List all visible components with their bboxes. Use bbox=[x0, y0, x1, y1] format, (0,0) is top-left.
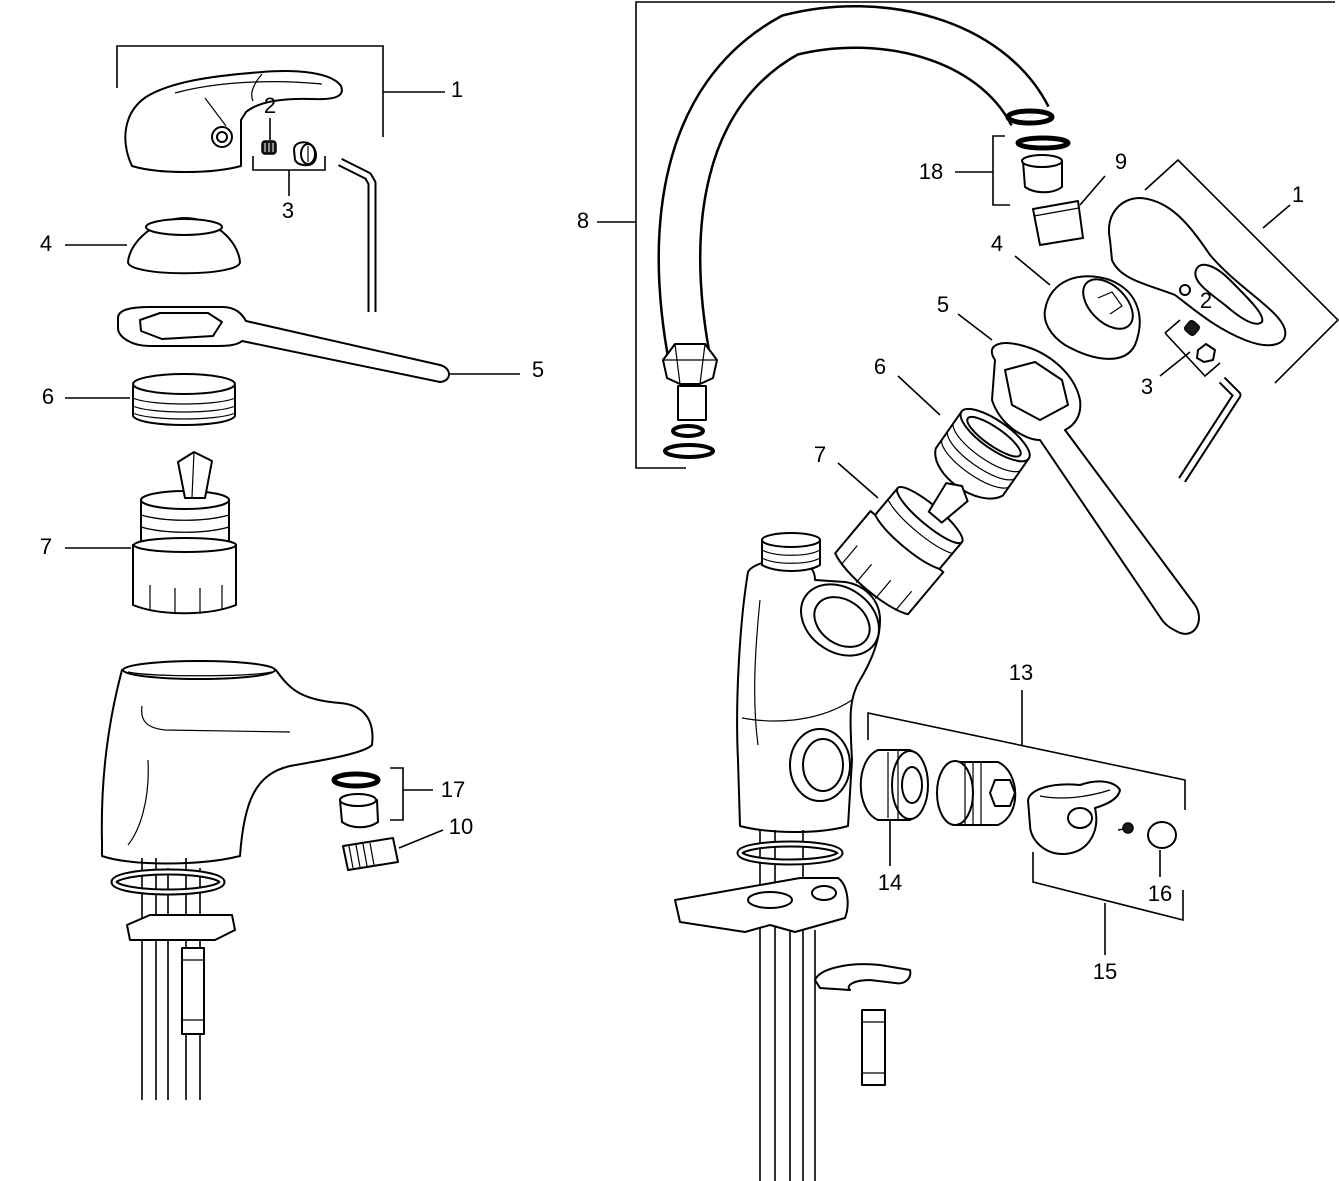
right-hex-key bbox=[1178, 376, 1242, 483]
left-lever-handle bbox=[124, 70, 343, 173]
right-grub-screw bbox=[1184, 320, 1200, 336]
right-aerator-insert bbox=[955, 135, 1071, 206]
right-diverter-cartridge bbox=[859, 749, 929, 866]
right-callout-2: 2 bbox=[1200, 288, 1212, 313]
right-mounting-set bbox=[674, 830, 912, 1181]
right-callout-9: 9 bbox=[1115, 149, 1127, 174]
left-assembly: 1 2 3 4 5 6 7 17 10 bbox=[40, 45, 544, 1100]
right-callout-8: 8 bbox=[577, 208, 589, 233]
left-callout-7: 7 bbox=[40, 534, 52, 559]
left-callout-5: 5 bbox=[532, 357, 544, 382]
right-callout-15: 15 bbox=[1093, 959, 1117, 984]
left-aerator-insert bbox=[331, 767, 433, 829]
right-part-13-bracket bbox=[867, 690, 1186, 810]
right-assembly: 8 18 9 1 4 5 2 3 6 7 13 14 16 15 bbox=[577, 1, 1339, 1181]
right-callout-3: 3 bbox=[1141, 374, 1153, 399]
left-mixer-body bbox=[100, 660, 374, 865]
left-callout-3: 3 bbox=[282, 198, 294, 223]
right-callout-1: 1 bbox=[1292, 182, 1304, 207]
left-callout-6: 6 bbox=[42, 384, 54, 409]
right-spanner bbox=[957, 313, 1200, 635]
left-aerator-housing bbox=[342, 829, 444, 871]
left-callout-2: 2 bbox=[264, 93, 276, 118]
right-threaded-ring bbox=[934, 407, 1031, 500]
right-callout-7: 7 bbox=[814, 442, 826, 467]
right-diverter-knob bbox=[1027, 780, 1121, 856]
left-callout-4: 4 bbox=[40, 231, 52, 256]
right-knob-screw bbox=[1117, 822, 1134, 834]
right-leader-6 bbox=[897, 375, 941, 416]
right-part-15-bracket bbox=[1032, 852, 1184, 955]
left-callout-10: 10 bbox=[449, 814, 473, 839]
right-aerator-housing bbox=[1032, 175, 1106, 246]
right-spout-tube bbox=[657, 4, 1055, 459]
right-knob-cap bbox=[1147, 821, 1177, 877]
right-callout-5: 5 bbox=[937, 292, 949, 317]
left-grub-screw bbox=[261, 118, 277, 155]
left-dome-cap bbox=[65, 217, 241, 275]
right-callout-14: 14 bbox=[878, 870, 902, 895]
right-lever-handle bbox=[1108, 158, 1339, 384]
right-callout-16: 16 bbox=[1148, 881, 1172, 906]
right-cover-cap bbox=[1159, 319, 1221, 378]
left-cartridge bbox=[65, 451, 237, 615]
right-dome-cap bbox=[1014, 255, 1141, 360]
left-cover-cap bbox=[252, 141, 326, 196]
right-cartridge bbox=[834, 482, 969, 616]
right-part-8-bracket bbox=[597, 1, 1335, 469]
left-mounting-set bbox=[110, 858, 236, 1100]
right-callout-4: 4 bbox=[991, 231, 1003, 256]
right-callout-18: 18 bbox=[919, 159, 943, 184]
right-callout-6: 6 bbox=[874, 354, 886, 379]
left-callout-17: 17 bbox=[441, 777, 465, 802]
right-callout-13: 13 bbox=[1009, 660, 1033, 685]
left-hex-key bbox=[337, 157, 377, 312]
left-threaded-nut bbox=[65, 373, 236, 426]
right-leader-7 bbox=[837, 462, 879, 499]
right-threaded-bush bbox=[936, 760, 1017, 826]
left-part-1-bracket bbox=[116, 45, 445, 137]
left-spanner bbox=[117, 306, 520, 383]
right-mixer-body bbox=[736, 532, 881, 833]
left-callout-1: 1 bbox=[451, 77, 463, 102]
